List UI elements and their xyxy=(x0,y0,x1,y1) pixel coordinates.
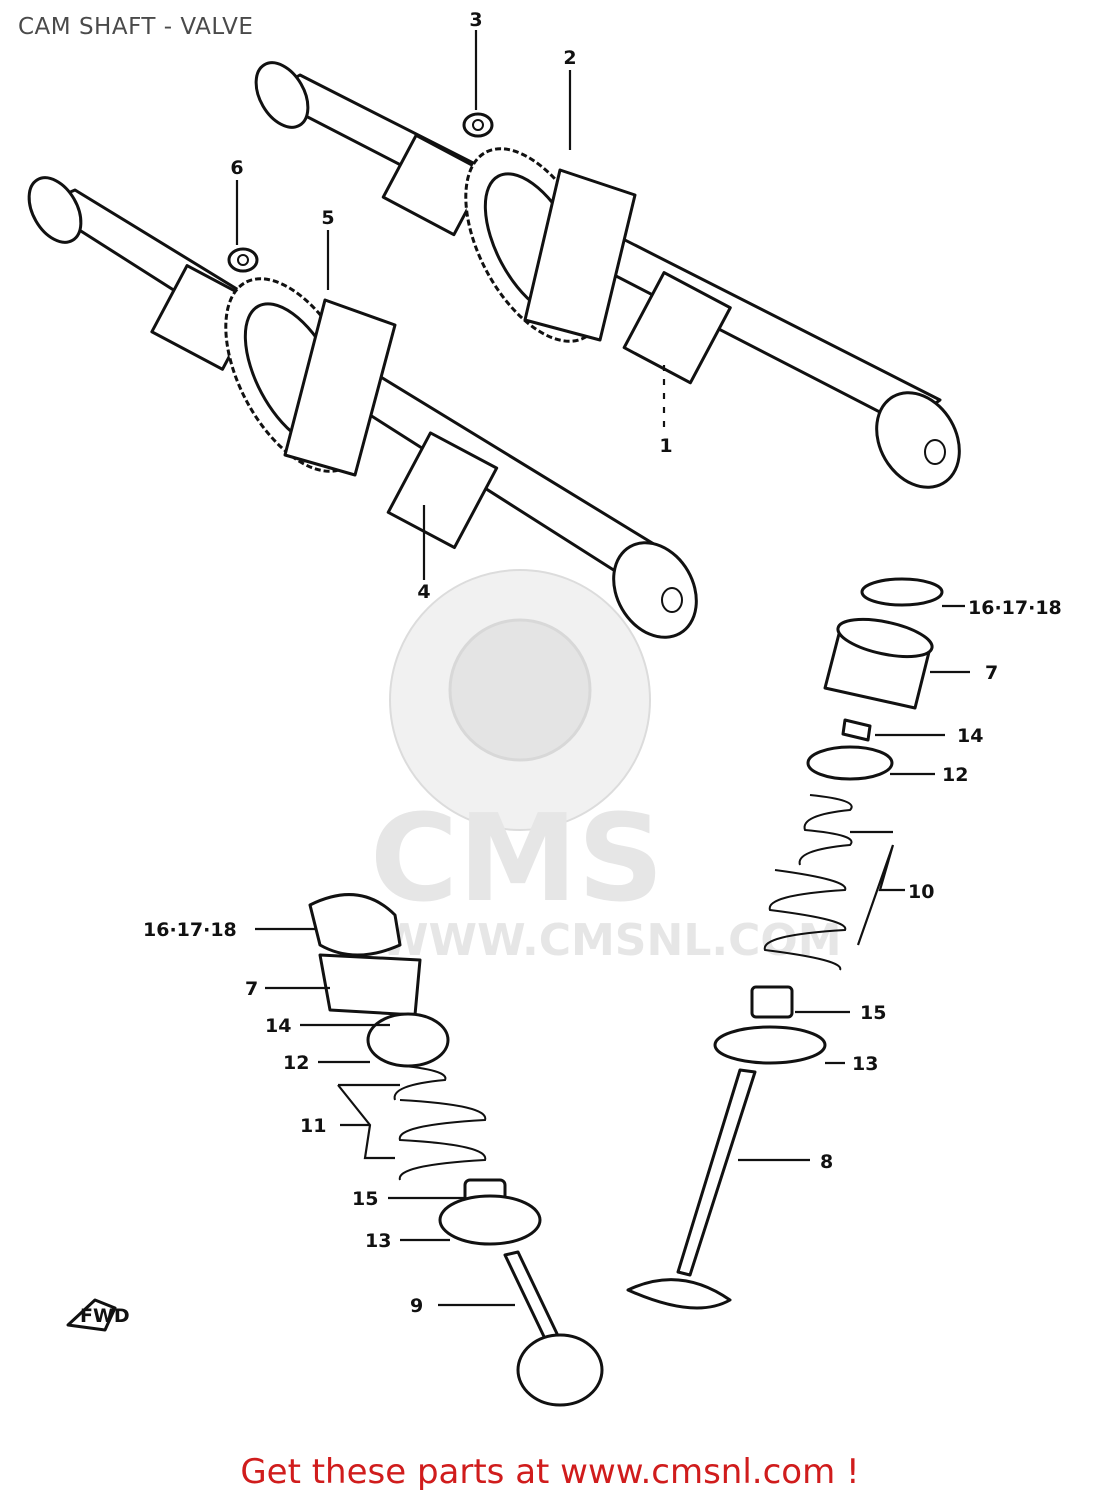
callout-13-left: 13 xyxy=(365,1230,391,1252)
callout-3: 3 xyxy=(469,9,482,31)
camshaft-upper xyxy=(254,61,961,489)
callout-15-right: 15 xyxy=(860,1002,886,1024)
watermark-brand: CMS xyxy=(370,790,664,929)
bolt-6 xyxy=(227,247,259,273)
callout-5: 5 xyxy=(321,207,334,229)
callout-12-right: 12 xyxy=(942,764,968,786)
fwd-marker-label: FWD xyxy=(80,1305,130,1327)
fwd-arrow-icon: FWD xyxy=(66,1298,130,1332)
callout-16-17-18-left: 16·17·18 xyxy=(143,919,237,941)
callout-4: 4 xyxy=(417,581,430,603)
callout-6: 6 xyxy=(230,157,243,179)
callout-10: 10 xyxy=(908,881,934,903)
callout-14-left: 14 xyxy=(265,1015,291,1037)
camshaft-lower xyxy=(27,176,698,639)
callout-2: 2 xyxy=(563,47,576,69)
leader-lines xyxy=(235,30,970,1307)
callout-labels: 1 2 3 4 5 6 7 7 8 9 10 11 12 12 13 13 14… xyxy=(143,9,1062,1317)
bolt-3 xyxy=(462,112,494,138)
callout-15-left: 15 xyxy=(352,1188,378,1210)
cms-watermark: CMS WWW.CMSNL.COM xyxy=(370,569,842,966)
valve-assembly-right xyxy=(626,577,944,1310)
page-title: CAM SHAFT - VALVE xyxy=(18,14,254,40)
footer-link-text[interactable]: Get these parts at www.cmsnl.com ! xyxy=(240,1452,860,1492)
callout-16-17-18-right: 16·17·18 xyxy=(968,597,1062,619)
callout-12-left: 12 xyxy=(283,1052,309,1074)
callout-14-right: 14 xyxy=(957,725,983,747)
callout-7-right: 7 xyxy=(985,662,998,684)
callout-13-right: 13 xyxy=(852,1053,878,1075)
valve-assembly-left xyxy=(308,893,604,1407)
watermark-url: WWW.CMSNL.COM xyxy=(380,915,842,966)
callout-9: 9 xyxy=(410,1295,423,1317)
callout-11: 11 xyxy=(300,1115,326,1137)
callout-8: 8 xyxy=(820,1151,833,1173)
callout-1: 1 xyxy=(659,435,672,457)
exploded-parts-diagram: CMS WWW.CMSNL.COM xyxy=(27,9,1062,1407)
callout-7-left: 7 xyxy=(245,978,258,1000)
